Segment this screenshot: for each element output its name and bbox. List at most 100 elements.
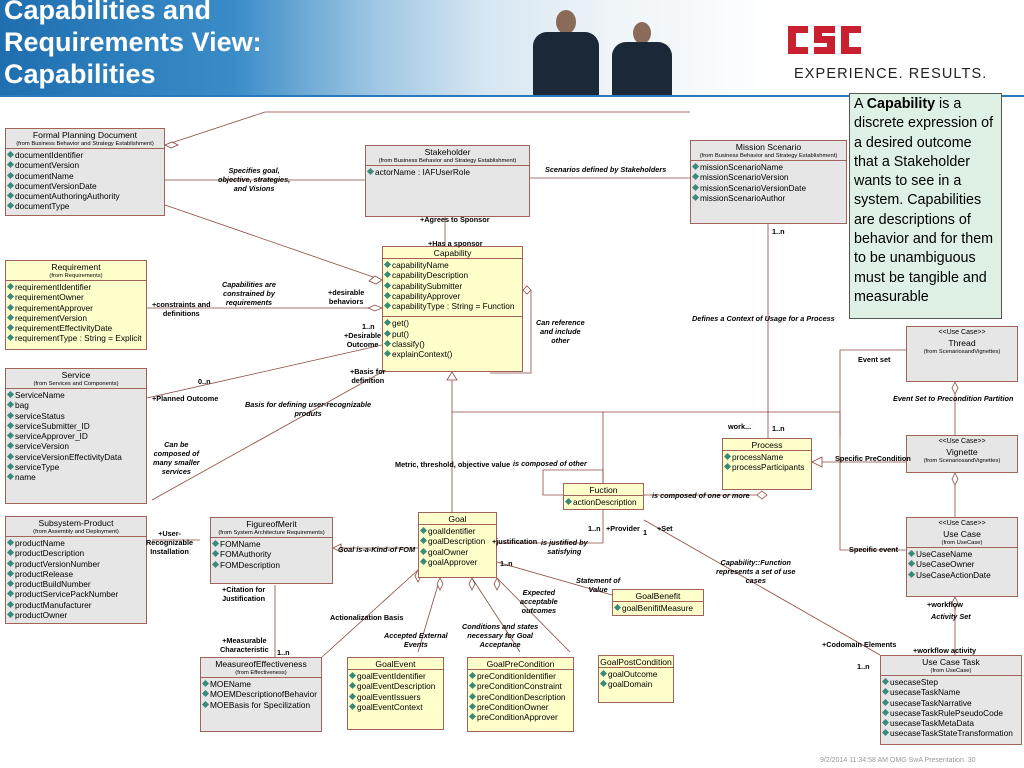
class-source: (from Effectiveness) xyxy=(235,670,287,676)
class-service[interactable]: Service(from Services and Components) Se… xyxy=(5,368,147,504)
attribute: preConditionApprover xyxy=(470,712,571,722)
attribute: missionScenarioName xyxy=(693,162,844,172)
attribute: UseCaseActionDate xyxy=(909,570,1015,580)
attribute: goalIdentifier xyxy=(421,526,494,536)
capability-definition-note: A Capability is a discrete expression of… xyxy=(849,93,1002,319)
operation: put() xyxy=(385,329,520,339)
class-process[interactable]: Process processName processParticipants xyxy=(722,438,812,490)
class-attributes: UseCaseName UseCaseOwner UseCaseActionDa… xyxy=(907,548,1017,581)
attribute: productRelease xyxy=(8,569,144,579)
label-planned-outcome: +Planned Outcome xyxy=(152,394,219,403)
attribute: capabilitySubmitter xyxy=(385,281,520,291)
attribute: FOMName xyxy=(213,539,330,549)
class-name: Service xyxy=(61,370,91,380)
class-formal-planning-document[interactable]: Formal Planning Document(from Business B… xyxy=(5,128,165,216)
class-subsystem-product[interactable]: Subsystem-Product(from Assembly and Depl… xyxy=(5,516,147,624)
usecase-use-case[interactable]: <<Use Case>>Use Case(from UseCase) UseCa… xyxy=(906,517,1018,597)
class-header: Mission Scenario(from Business Behavior … xyxy=(691,141,846,161)
label-has-a-sponsor: +Has a sponsor xyxy=(428,239,483,248)
class-header: Service(from Services and Components) xyxy=(6,369,146,389)
attribute: usecaseTaskStateTransformation xyxy=(883,728,1019,738)
attribute: usecaseTaskName xyxy=(883,687,1019,697)
class-goal-postcondition[interactable]: GoalPostCondition goalOutcome goalDomain xyxy=(598,655,674,703)
label-constraints-definitions: +constraints and definitions xyxy=(152,300,211,318)
class-name: MeasureofEffectiveness xyxy=(215,659,307,669)
class-mission-scenario[interactable]: Mission Scenario(from Business Behavior … xyxy=(690,140,847,224)
attribute: requirementType : String = Explicit xyxy=(8,333,144,343)
attribute: documentType xyxy=(8,201,162,211)
class-goal-benefit[interactable]: GoalBenefit goalBenifitMeasure xyxy=(612,589,704,616)
class-attributes: capabilityName capabilityDescription cap… xyxy=(383,259,522,312)
note-body: is a discrete expression of a desired ou… xyxy=(854,96,994,305)
class-header: Use Case Task(from UseCase) xyxy=(881,656,1021,676)
label-work: work... xyxy=(728,422,752,431)
class-attributes: goalOutcome goalDomain xyxy=(599,668,673,691)
class-source: (from UseCase) xyxy=(941,540,983,546)
label-capability-function: Capability::Function represents a set of… xyxy=(716,558,796,585)
class-attributes: preConditionIdentifier preConditionConst… xyxy=(468,670,573,723)
class-capability[interactable]: Capability capabilityName capabilityDesc… xyxy=(382,246,523,372)
label-defines-context: Defines a Context of Usage for a Process xyxy=(692,314,835,323)
attribute: documentVersion xyxy=(8,160,162,170)
class-header: FigureofMerit(from System Architecture R… xyxy=(211,518,332,538)
slide-footer: 9/2/2014 11:34:58 AM OMG SwA Presentatio… xyxy=(820,757,976,764)
label-can-be-composed: Can be composed of many smaller services xyxy=(153,440,200,476)
usecase-thread[interactable]: <<Use Case>>Thread(from ScenariosandVign… xyxy=(906,326,1018,382)
label-mult-process: 1..n xyxy=(772,424,785,433)
class-attributes: ServiceName bag serviceStatus serviceSub… xyxy=(6,389,146,484)
class-operations: get() put() classify() explainContext() xyxy=(383,316,522,360)
class-source: (from UseCase) xyxy=(930,668,972,674)
class-source: (from Services and Components) xyxy=(33,381,119,387)
class-source: (from System Architecture Requirements) xyxy=(218,530,325,536)
label-event-set-precondition: Event Set to Precondition Partition xyxy=(893,394,1014,403)
label-basis-for-definition: +Basis for definition xyxy=(350,367,386,385)
attribute: serviceVersion xyxy=(8,441,144,451)
label-mult-0n: 0..n xyxy=(198,377,211,386)
class-attributes: actorName : IAFUserRole xyxy=(366,166,529,178)
attribute: productOwner xyxy=(8,610,144,620)
class-goal[interactable]: Goal goalIdentifier goalDescription goal… xyxy=(418,512,497,578)
label-set: +Set xyxy=(657,524,673,533)
class-attributes: MOEName MOEMDescriptionofBehavior MOEBas… xyxy=(201,678,321,711)
operation: explainContext() xyxy=(385,349,520,359)
attribute: preConditionConstraint xyxy=(470,681,571,691)
banner-photo xyxy=(0,0,780,97)
businessman-head-left xyxy=(556,10,576,34)
label-provider: +Provider xyxy=(606,524,640,533)
attribute: goalEventIdentifier xyxy=(350,671,441,681)
class-header: Formal Planning Document(from Business B… xyxy=(6,129,164,149)
attribute: requirementOwner xyxy=(8,292,144,302)
attribute: preConditionDescription xyxy=(470,692,571,702)
class-name: Vignette xyxy=(946,447,978,457)
class-header: <<Use Case>>Vignette(from ScenariosandVi… xyxy=(907,436,1017,465)
class-header: GoalPostCondition xyxy=(599,656,673,668)
label-specifies-goal: Specifies goal, objective, strategies, a… xyxy=(218,166,291,193)
attribute: ServiceName xyxy=(8,390,144,400)
label-mult-1: 1 xyxy=(643,528,648,537)
class-stakeholder[interactable]: Stakeholder(from Business Behavior and S… xyxy=(365,145,530,217)
class-header: Stakeholder(from Business Behavior and S… xyxy=(366,146,529,166)
note-prefix: A xyxy=(854,96,867,112)
class-name: GoalBenefit xyxy=(635,591,681,601)
operation: classify() xyxy=(385,339,520,349)
attribute: requirementVersion xyxy=(8,313,144,323)
class-figure-of-merit[interactable]: FigureofMerit(from System Architecture R… xyxy=(210,517,333,584)
class-goal-precondition[interactable]: GoalPreCondition preConditionIdentifier … xyxy=(467,657,574,732)
label-mult-capability: 1..n xyxy=(362,322,375,331)
attribute: serviceType xyxy=(8,462,144,472)
class-use-case-task[interactable]: Use Case Task(from UseCase) usecaseStep … xyxy=(880,655,1022,745)
class-source: (from Business Behavior and Strategy Est… xyxy=(378,158,517,164)
attribute: FOMDescription xyxy=(213,560,330,570)
attribute: capabilityName xyxy=(385,260,520,270)
class-fuction[interactable]: Fuction actionDescription xyxy=(563,483,644,510)
class-attributes: missionScenarioName missionScenarioVersi… xyxy=(691,161,846,204)
attribute: goalEventIssuers xyxy=(350,692,441,702)
attribute: productName xyxy=(8,538,144,548)
class-name: Process xyxy=(751,440,783,450)
businessman-right xyxy=(612,42,672,97)
attribute: missionScenarioAuthor xyxy=(693,193,844,203)
class-measure-of-effectiveness[interactable]: MeasureofEffectiveness(from Effectivenes… xyxy=(200,657,322,732)
class-goal-event[interactable]: GoalEvent goalEventIdentifier goalEventD… xyxy=(347,657,444,730)
class-requirement[interactable]: Requirement(from Requirements) requireme… xyxy=(5,260,147,350)
usecase-vignette[interactable]: <<Use Case>>Vignette(from ScenariosandVi… xyxy=(906,435,1018,473)
